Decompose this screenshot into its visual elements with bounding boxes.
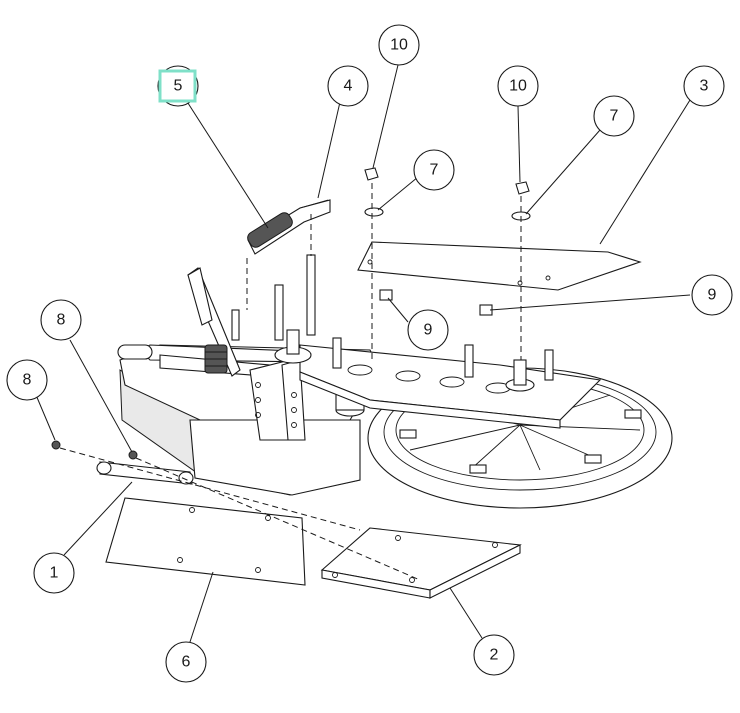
assembly-lines bbox=[59, 183, 522, 581]
callout-4: 4 bbox=[327, 65, 369, 107]
highlight-box bbox=[158, 69, 197, 103]
callout-10-left: 10 bbox=[378, 24, 420, 66]
callout-label: 9 bbox=[424, 322, 433, 339]
cover-plate bbox=[357, 241, 642, 291]
base-plate bbox=[105, 497, 306, 586]
callout-label: 3 bbox=[700, 78, 709, 95]
callout-10-right: 10 bbox=[497, 65, 539, 107]
callout-label: 8 bbox=[23, 372, 32, 389]
spring-grip-part bbox=[247, 199, 331, 255]
bracket-plate bbox=[320, 527, 522, 599]
callout-9-center: 9 bbox=[407, 309, 449, 351]
callout-label: 10 bbox=[509, 78, 527, 95]
callout-label: 5 bbox=[174, 78, 183, 95]
callout-label: 4 bbox=[344, 78, 353, 95]
callout-7-right: 7 bbox=[593, 95, 635, 137]
callout-1: 1 bbox=[33, 552, 75, 594]
arm-beam bbox=[231, 254, 602, 429]
lever-handle bbox=[187, 267, 241, 377]
callout-9-right: 9 bbox=[691, 274, 733, 316]
callout-label: 8 bbox=[57, 312, 66, 329]
callout-8-upper: 8 bbox=[40, 299, 82, 341]
callout-7-upper: 7 bbox=[413, 149, 455, 191]
callout-label: 2 bbox=[490, 647, 499, 664]
callout-label: 7 bbox=[610, 108, 619, 125]
callout-8-lower: 8 bbox=[6, 359, 48, 401]
callout-6: 6 bbox=[165, 641, 207, 683]
callout-label: 6 bbox=[182, 654, 191, 671]
callout-label: 9 bbox=[708, 287, 717, 304]
leader-lines bbox=[35, 64, 691, 649]
callout-label: 1 bbox=[50, 565, 59, 582]
callout-label: 10 bbox=[390, 37, 408, 54]
callout-3: 3 bbox=[683, 65, 725, 107]
callout-5-highlighted: 5 bbox=[157, 65, 199, 107]
link-arm bbox=[96, 461, 194, 485]
callout-2: 2 bbox=[473, 634, 515, 676]
hardware-nuts-washers bbox=[51, 167, 531, 460]
callout-label: 7 bbox=[430, 162, 439, 179]
